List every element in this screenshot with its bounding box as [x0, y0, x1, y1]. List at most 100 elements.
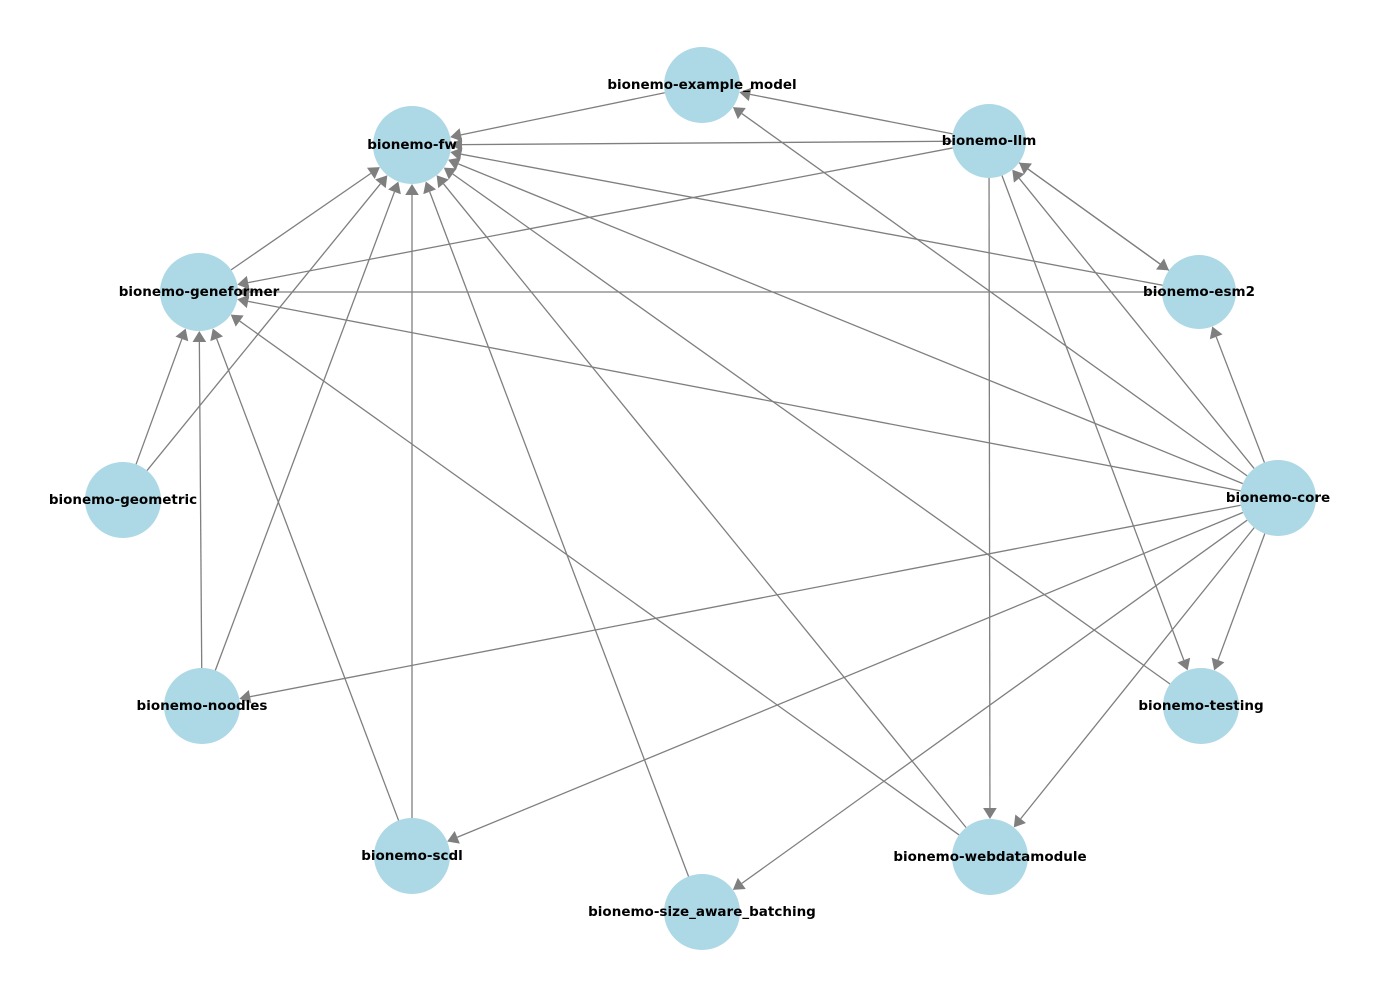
graph-node-bionemo-example_model[interactable] — [664, 47, 740, 123]
edge-arrowhead-icon — [450, 147, 463, 161]
graph-edge — [1012, 169, 1255, 469]
edge-line — [460, 92, 665, 136]
nodes-layer — [85, 47, 1316, 950]
edge-line — [452, 173, 1171, 685]
graph-edge — [436, 175, 967, 828]
graph-node-label: bionemo-noodles — [137, 698, 268, 714]
graph-edge — [192, 331, 207, 669]
edge-arrowhead-icon — [443, 167, 457, 180]
graph-edge — [237, 294, 1241, 492]
graph-node-bionemo-core[interactable] — [1240, 460, 1316, 536]
labels-layer: bionemo-fw bionemo-example_model bionemo-l… — [49, 77, 1330, 920]
edge-line — [249, 504, 1241, 698]
graph-node-label: bionemo-example_model — [607, 77, 796, 93]
edge-line — [741, 519, 1248, 884]
graph-edge — [238, 285, 1162, 299]
edge-arrowhead-icon — [732, 877, 746, 890]
edge-arrowhead-icon — [1177, 657, 1191, 671]
graph-edge — [1209, 326, 1265, 463]
edges-layer — [135, 87, 1266, 890]
graph-node-bionemo-fw[interactable] — [373, 106, 451, 184]
edge-arrowhead-icon — [448, 157, 461, 171]
edge-line — [247, 300, 1241, 492]
graph-edge — [210, 328, 400, 821]
graph-node-label: bionemo-testing — [1138, 698, 1263, 714]
graph-edge — [451, 137, 953, 152]
edge-arrowhead-icon — [210, 328, 224, 342]
graph-node-bionemo-geometric[interactable] — [85, 462, 161, 538]
edge-line — [1217, 533, 1266, 661]
edge-arrowhead-icon — [239, 690, 252, 704]
edge-line — [247, 147, 953, 284]
graph-edge — [237, 147, 953, 290]
edge-line — [749, 93, 953, 135]
graph-node-label: bionemo-scdl — [361, 848, 463, 864]
edge-arrowhead-icon — [739, 87, 752, 102]
edge-arrowhead-icon — [1211, 657, 1225, 671]
edge-arrowhead-icon — [1209, 326, 1223, 340]
edge-line — [1215, 336, 1265, 463]
edge-line — [239, 320, 960, 836]
edge-line — [461, 140, 953, 146]
edge-arrowhead-icon — [983, 807, 997, 819]
graph-node-bionemo-webdatamodule[interactable] — [952, 819, 1028, 895]
graph-node-bionemo-geneformer[interactable] — [160, 253, 238, 331]
edge-arrowhead-icon — [451, 137, 463, 152]
edge-arrowhead-icon — [1013, 814, 1026, 828]
edge-arrowhead-icon — [237, 294, 250, 309]
edge-arrowhead-icon — [405, 184, 419, 195]
graph-node-label: bionemo-geneformer — [119, 284, 280, 300]
edge-arrowhead-icon — [230, 314, 244, 327]
graph-edge — [447, 511, 1244, 844]
edge-arrowhead-icon — [447, 830, 460, 844]
graph-node-bionemo-esm2[interactable] — [1162, 255, 1236, 329]
graph-node-bionemo-size_aware_batching[interactable] — [664, 874, 740, 950]
edge-line — [458, 163, 1244, 485]
graph-node-bionemo-testing[interactable] — [1163, 668, 1239, 744]
edge-arrowhead-icon — [237, 275, 250, 290]
graph-edge — [1013, 527, 1255, 828]
edge-line — [457, 511, 1244, 838]
edge-line — [461, 153, 1163, 286]
edge-arrowhead-icon — [238, 285, 249, 299]
edge-line — [214, 191, 396, 671]
graph-node-label: bionemo-esm2 — [1143, 284, 1255, 300]
graph-edge — [230, 314, 960, 836]
graph-node-label: bionemo-core — [1226, 490, 1330, 506]
graph-edge — [214, 181, 401, 671]
edge-arrowhead-icon — [436, 175, 449, 189]
graph-node-bionemo-noodles[interactable] — [164, 668, 240, 744]
graph-node-bionemo-llm[interactable] — [952, 104, 1026, 178]
graph-edge — [1211, 533, 1266, 671]
edge-arrowhead-icon — [450, 128, 463, 142]
edge-arrowhead-icon — [375, 175, 388, 189]
graph-edge — [135, 328, 189, 465]
edge-line — [1001, 175, 1185, 661]
graph-node-label: bionemo-fw — [367, 137, 457, 153]
edge-line — [429, 191, 690, 877]
edge-line — [1018, 177, 1255, 469]
graph-node-label: bionemo-webdatamodule — [893, 849, 1086, 865]
graph-edge — [405, 184, 419, 818]
graph-node-bionemo-scdl[interactable] — [374, 818, 450, 894]
edge-line — [146, 183, 381, 471]
graph-edge — [450, 147, 1163, 286]
edge-arrowhead-icon — [423, 181, 437, 195]
graph-edge — [739, 87, 953, 135]
edge-arrowhead-icon — [1156, 258, 1169, 271]
edge-arrowhead-icon — [192, 331, 207, 343]
graph-edge — [450, 92, 665, 142]
edge-line — [135, 338, 183, 465]
graph-node-label: bionemo-llm — [942, 133, 1037, 149]
graph-edge — [230, 167, 380, 271]
graph-edge — [1018, 162, 1169, 271]
graph-edge — [239, 504, 1241, 704]
edge-line — [1018, 162, 1161, 265]
edge-line — [230, 172, 372, 271]
edge-arrowhead-icon — [1012, 169, 1025, 183]
graph-edge — [983, 177, 997, 819]
graph-edge — [732, 107, 1248, 477]
graph-node-label: bionemo-size_aware_batching — [588, 904, 816, 920]
